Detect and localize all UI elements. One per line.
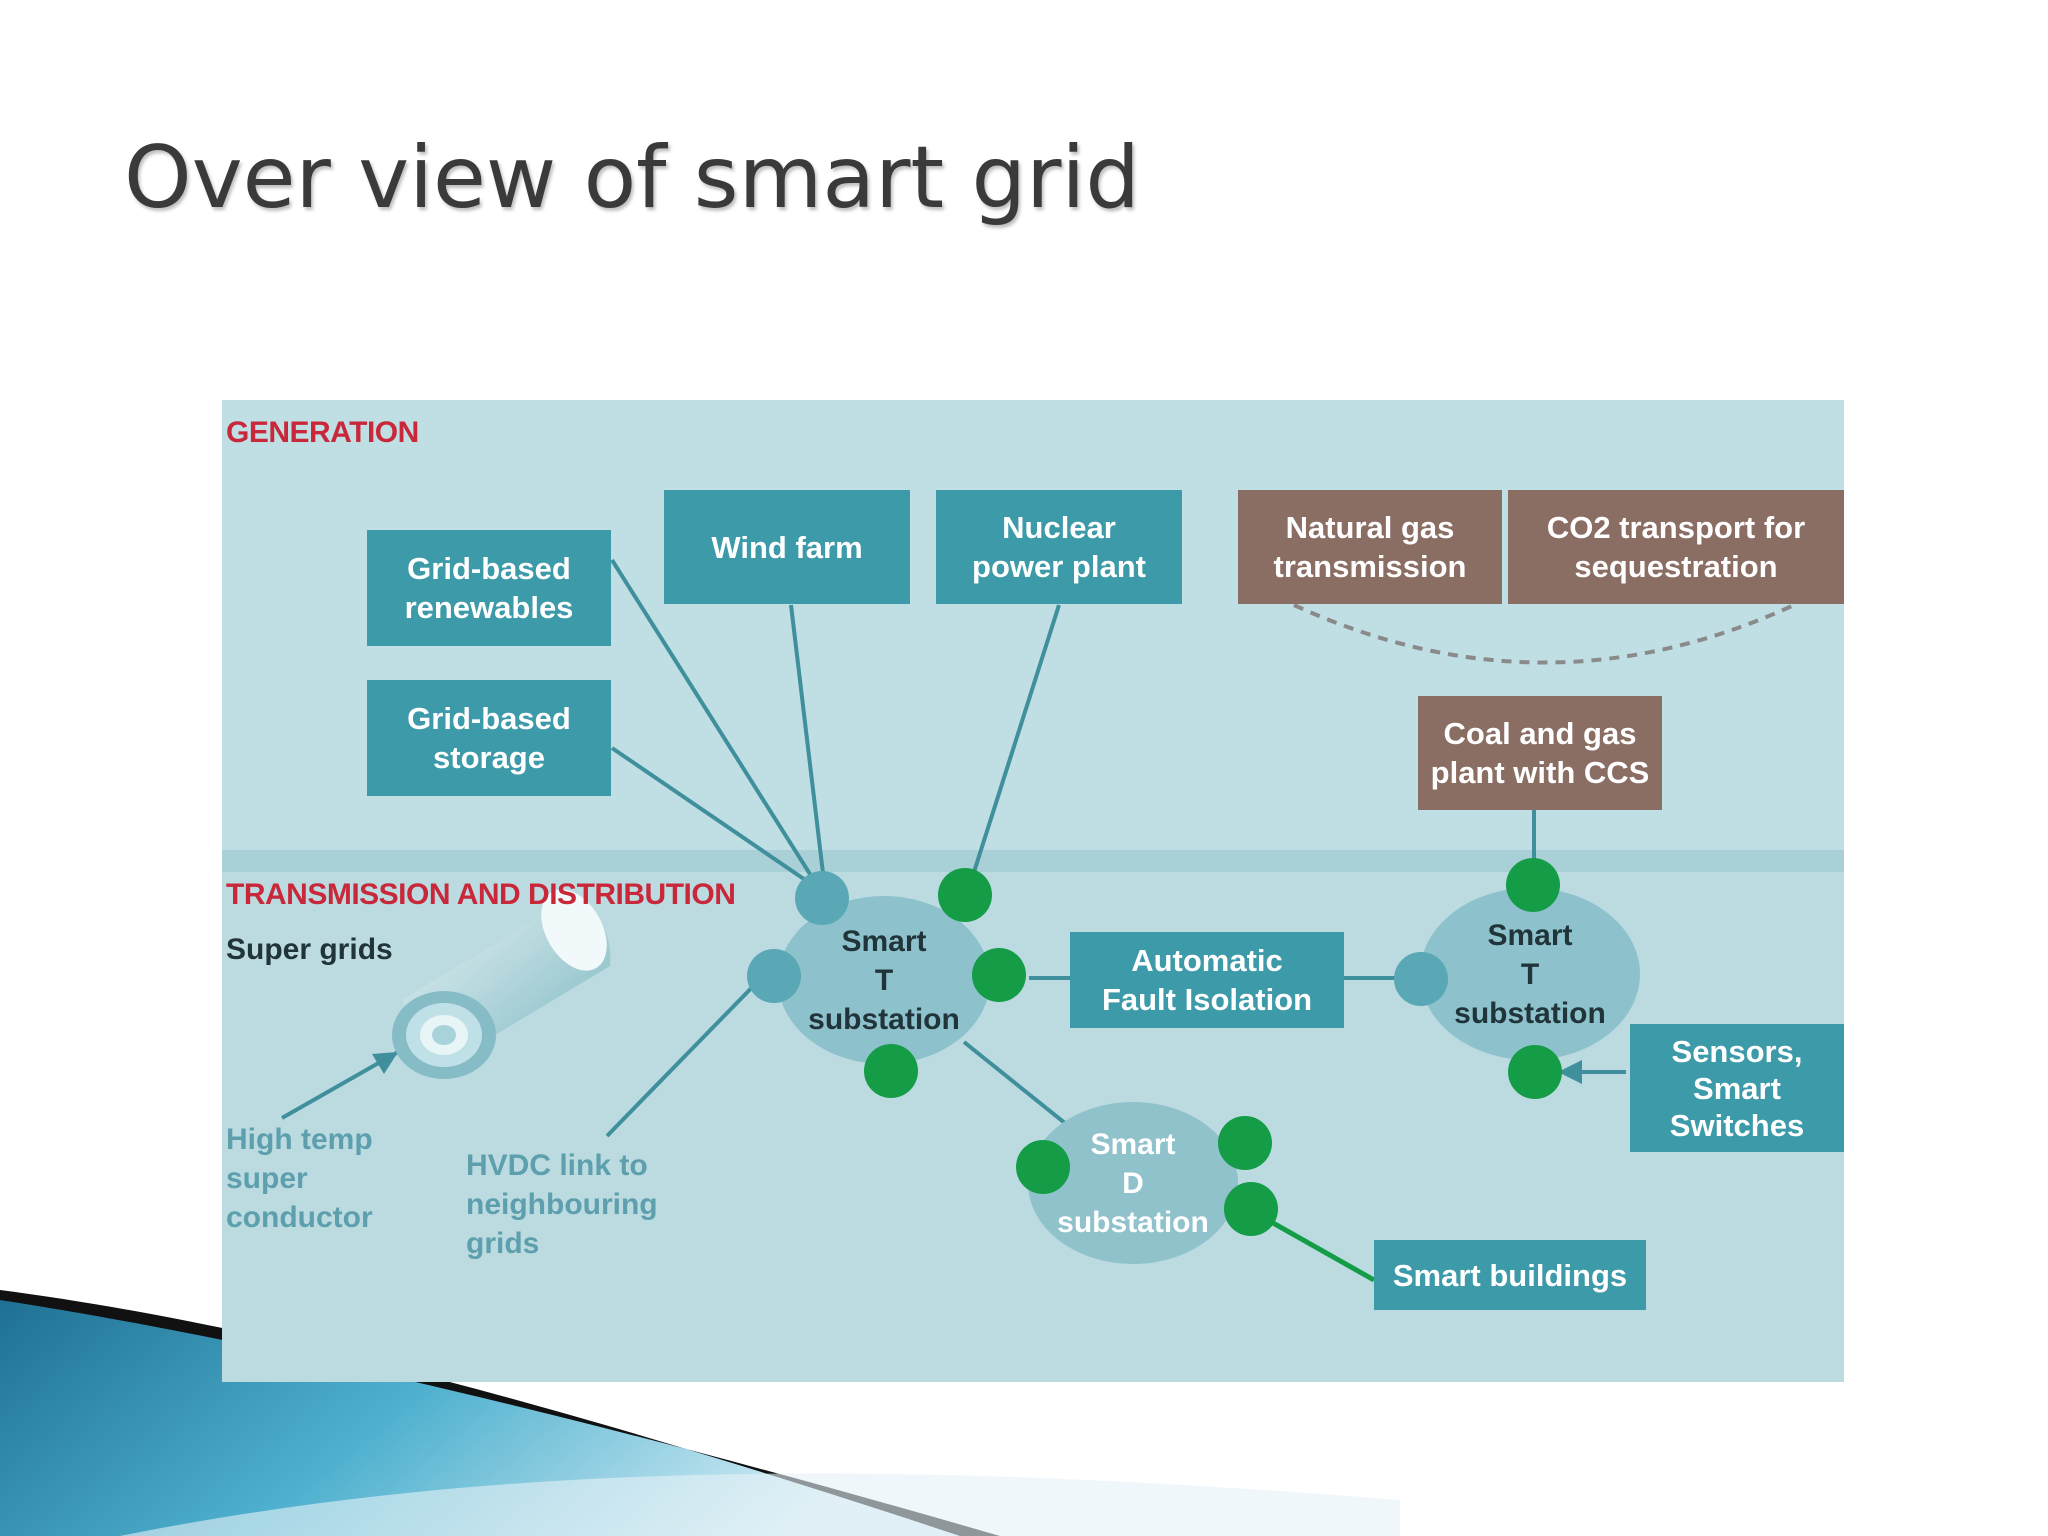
sensors-smart-switches-box: Sensors, Smart Switches: [1630, 1024, 1844, 1152]
node-green: [938, 868, 992, 922]
super-grids-label: Super grids: [226, 933, 393, 966]
node-green: [1224, 1182, 1278, 1236]
transmission-distribution-label: TRANSMISSION AND DISTRIBUTION: [226, 878, 736, 911]
node-green: [1016, 1140, 1070, 1194]
node-green: [1508, 1045, 1562, 1099]
grid-based-renewables-box: Grid-based renewables: [367, 530, 611, 646]
high-temp-superconductor-label: High temp super conductor: [226, 1123, 373, 1234]
node-green: [1506, 858, 1560, 912]
natural-gas-transmission-box: Natural gas transmission: [1238, 490, 1502, 604]
node-blue: [795, 871, 849, 925]
node-blue: [1394, 952, 1448, 1006]
co2-transport-box: CO2 transport for sequestration: [1508, 490, 1844, 604]
node-blue: [747, 949, 801, 1003]
connection-lines: [281, 558, 1795, 1283]
generation-label: GENERATION: [226, 416, 419, 449]
node-green: [1218, 1116, 1272, 1170]
superconductor-cable-icon: [392, 889, 611, 1079]
coal-gas-ccs-box: Coal and gas plant with CCS: [1418, 696, 1662, 810]
node-green: [864, 1044, 918, 1098]
nuclear-power-plant-box: Nuclear power plant: [936, 490, 1182, 604]
slide-title: Over view of smart grid: [124, 128, 1140, 228]
wind-farm-box: Wind farm: [664, 490, 910, 604]
smart-buildings-box: Smart buildings: [1374, 1240, 1646, 1310]
band-separator: [222, 850, 1844, 872]
grid-based-storage-box: Grid-based storage: [367, 680, 611, 796]
smart-t-substation-right: Smart T substation: [1420, 888, 1640, 1060]
smart-t-substation-left: Smart T substation: [778, 896, 990, 1064]
smart-grid-diagram: GENERATION TRANSMISSION AND DISTRIBUTION…: [222, 400, 1844, 1382]
automatic-fault-isolation-box: Automatic Fault Isolation: [1070, 932, 1344, 1028]
node-green: [972, 948, 1026, 1002]
hvdc-link-label: HVDC link to neighbouring grids: [466, 1149, 658, 1260]
